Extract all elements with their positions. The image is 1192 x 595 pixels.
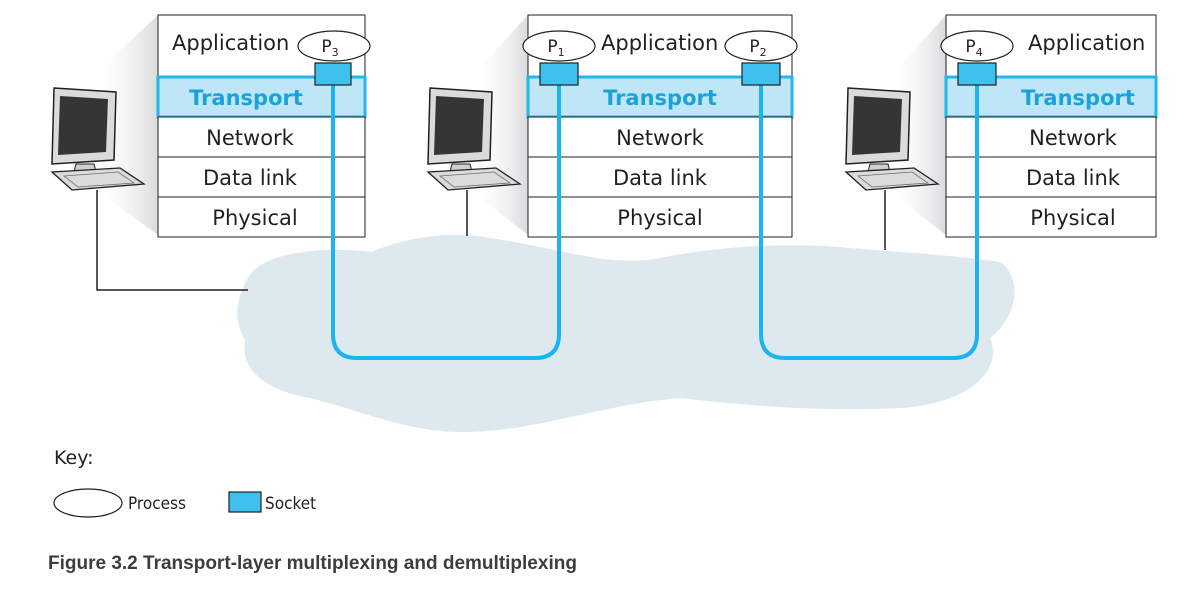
data-link-label: Data link <box>203 166 298 190</box>
data-link-label: Data link <box>1026 166 1121 190</box>
process-ellipse <box>940 30 1014 62</box>
process-p4: P4 <box>940 30 1014 62</box>
layer-transport <box>944 75 1158 119</box>
process-ellipse <box>297 30 371 62</box>
application-label: Application <box>172 31 289 55</box>
process-p2: P2 <box>724 30 798 62</box>
network-cloud <box>237 234 1015 433</box>
computer-icon <box>844 87 940 191</box>
socket-p1 <box>539 62 579 86</box>
legend-process-label: Process <box>128 494 186 514</box>
computer-icon <box>50 87 146 191</box>
transport-label: Transport <box>603 86 717 110</box>
process-label: P1 <box>547 37 564 59</box>
key-title: Key: <box>54 447 93 469</box>
process-p3: P3 <box>297 30 371 62</box>
network-label: Network <box>206 126 295 150</box>
process-label: P3 <box>321 37 338 59</box>
socket-p2 <box>741 62 781 86</box>
access-link <box>96 190 248 291</box>
process-p1: P1 <box>522 30 596 62</box>
connection-p2-p4 <box>759 82 979 360</box>
physical-label: Physical <box>1030 206 1115 230</box>
process-ellipse <box>724 30 798 62</box>
application-label: Application <box>1028 31 1145 55</box>
layer-data-link <box>527 156 793 198</box>
layer-network <box>945 116 1157 158</box>
connection-p3-p1 <box>331 82 561 360</box>
legend: Key: Process Socket <box>53 447 316 518</box>
layer-physical <box>945 196 1157 238</box>
layer-data-link <box>945 156 1157 198</box>
socket-p4 <box>957 62 997 86</box>
transport-label: Transport <box>189 86 303 110</box>
application-label: Application <box>601 31 718 55</box>
computer-icon <box>426 87 522 191</box>
socket-p3 <box>314 62 352 86</box>
process-ellipse <box>522 30 596 62</box>
layer-network <box>527 116 793 158</box>
layer-physical <box>157 196 366 238</box>
layer-physical <box>527 196 793 238</box>
network-label: Network <box>616 126 705 150</box>
physical-label: Physical <box>212 206 297 230</box>
legend-socket-label: Socket <box>265 494 316 514</box>
process-label: P4 <box>965 37 982 59</box>
transport-label: Transport <box>1021 86 1135 110</box>
figure-caption: Figure 3.2 Transport-layer multiplexing … <box>48 553 577 574</box>
host-right: Application Transport Network Data link … <box>844 14 1158 250</box>
data-link-label: Data link <box>613 166 708 190</box>
physical-label: Physical <box>617 206 702 230</box>
protocol-stack: Application Transport Network Data link … <box>944 14 1158 238</box>
network-label: Network <box>1029 126 1118 150</box>
legend-process-symbol <box>53 488 123 518</box>
host-left: Application Transport Network Data link … <box>50 14 367 291</box>
process-label: P2 <box>749 37 766 59</box>
protocol-stack: Application Transport Network Data link … <box>156 14 367 238</box>
legend-socket-symbol <box>228 491 262 513</box>
